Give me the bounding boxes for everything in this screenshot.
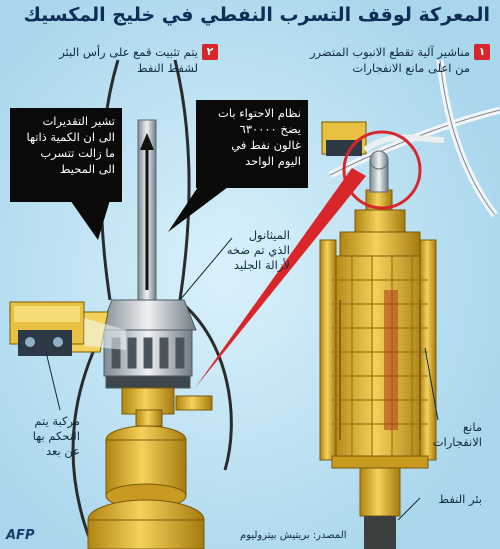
agency-logo: AFP xyxy=(6,528,35,543)
source-credit: المصدر: بريتيش بيتروليوم xyxy=(240,530,347,541)
left-bop-base xyxy=(87,387,213,549)
step-number: ٢ xyxy=(202,44,218,60)
callout-estimates: تشير التقديرات الى ان الكمية ذاتها ما زا… xyxy=(10,108,122,202)
step-text-line2: من اعلى مانع الانفجارات xyxy=(352,61,470,75)
bop-inner-bore xyxy=(384,290,398,430)
bop-piping xyxy=(339,300,421,440)
callout-line: يضخ ٦٣٠٠٠٠ xyxy=(239,122,301,136)
page-title: المعركة لوقف التسرب النفطي في خليج المكس… xyxy=(23,4,490,26)
callout-line: اليوم الواحد xyxy=(245,154,301,168)
callout-estimates-pointer xyxy=(70,200,110,240)
label-line: التحكم بها xyxy=(32,429,80,443)
label-line: مركبة يتم xyxy=(34,414,80,428)
label-line: الميثانول xyxy=(248,228,290,242)
label-methanol: الميثانول الذي تم ضخه لأزالة الجليد xyxy=(227,228,290,273)
callout-line: غالون نفط في xyxy=(231,138,301,152)
label-rov: مركبة يتم التحكم بها عن بعد xyxy=(33,414,80,459)
step-text-line2: لشفط النفط xyxy=(136,61,198,75)
callout-line: الى المحيط xyxy=(59,162,115,176)
zoom-lines xyxy=(195,168,366,388)
label-line: لأزالة الجليد xyxy=(233,258,290,272)
callout-line: الى ان الكمية ذاتها xyxy=(26,130,115,144)
leader-lines xyxy=(45,237,439,521)
label-line: الذي تم ضخه xyxy=(226,243,290,257)
callout-line: ما زالت تتسرب xyxy=(40,146,115,160)
step-number: ١ xyxy=(474,44,490,60)
bop-detail xyxy=(332,256,428,456)
containment-cap xyxy=(99,299,197,389)
step-text-line1: مناشير آلية تقطع الانبوب المتضرر xyxy=(310,45,470,59)
riser-pipe xyxy=(137,119,157,301)
well-pipe xyxy=(359,467,401,549)
label-line: الانفجارات xyxy=(432,435,482,449)
label-line: مانع xyxy=(463,420,482,434)
step-1: ١ مناشير آلية تقطع الانبوب المتضرر من اعل… xyxy=(310,44,490,76)
callout-line: تشير التقديرات xyxy=(42,114,115,128)
label-blowout-preventer: مانع الانفجارات xyxy=(433,420,482,450)
step-2: ٢ يتم تثبيت قمع على رأس البئر لشفط النفط xyxy=(59,44,218,76)
label-oil-well: بئر النفط xyxy=(438,492,482,506)
label-line: عن بعد xyxy=(45,444,80,458)
callout-containment: نظام الاحتواء بات يضخ ٦٣٠٠٠٠ غالون نفط ف… xyxy=(196,100,308,188)
zoom-circle xyxy=(342,130,422,210)
step-text-line1: يتم تثبيت قمع على رأس البئر xyxy=(59,45,198,59)
cut-pipe-assembly xyxy=(363,134,445,193)
callout-line: نظام الاحتواء بات xyxy=(218,106,301,120)
callout-containment-pointer xyxy=(168,184,232,232)
rov-vehicle xyxy=(9,301,126,356)
